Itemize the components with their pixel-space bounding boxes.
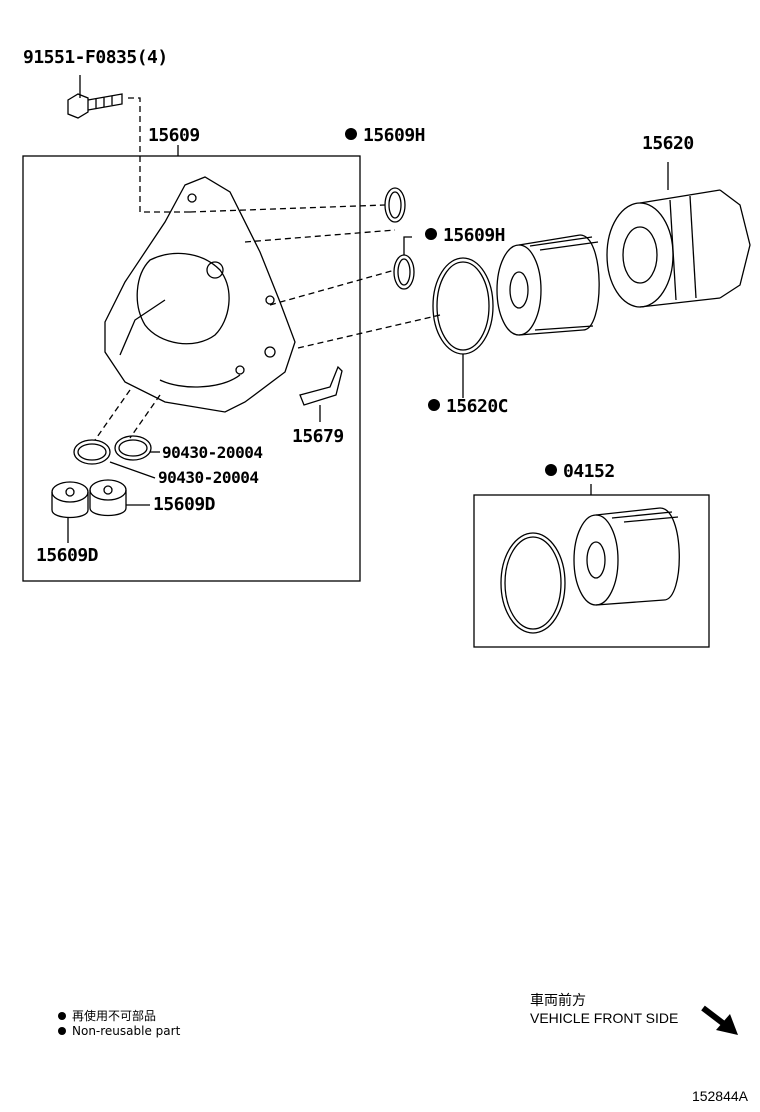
filter-element-part [496, 234, 600, 336]
diagram-id: 152844A [691, 1088, 748, 1104]
oring-top-part [384, 187, 406, 223]
label-plug-right: 15609D [153, 494, 216, 515]
legend-dot-icon [58, 1027, 66, 1035]
legend-jp: 再使用不可部品 [58, 1007, 156, 1024]
assembly-guide-lines [94, 97, 441, 441]
legend-dot-icon [58, 1012, 66, 1020]
oil-filter-cap-part [606, 162, 751, 308]
oring-b-part [114, 435, 152, 461]
oil-filter-housing-part [104, 176, 296, 413]
front-arrow-icon [701, 1005, 738, 1035]
gasket-part [432, 257, 494, 355]
housing-box [22, 155, 361, 582]
plug-left-part [51, 481, 89, 519]
oring-a-part [73, 439, 111, 465]
label-housing: 15609 [148, 125, 200, 146]
non-reusable-dot-icon [345, 128, 357, 140]
label-gasket: 15620C [428, 398, 509, 416]
label-plug-left: 15609D [36, 545, 99, 566]
label-oring-top: 15609H [345, 127, 426, 145]
non-reusable-dot-icon [545, 464, 557, 476]
bolt-part [67, 75, 123, 119]
label-oring-mid: 15609H [425, 227, 506, 245]
label-bolt: 91551-F0835(4) [23, 47, 168, 68]
legend-en: Non-reusable part [58, 1024, 180, 1038]
front-label-jp: 車両前方 [530, 992, 586, 1008]
element-kit-filter-part [573, 507, 680, 606]
non-reusable-dot-icon [425, 228, 437, 240]
plug-right-part [89, 479, 127, 517]
label-oring-a: 90430-20004 [162, 443, 263, 462]
label-clip: 15679 [292, 426, 344, 447]
clip-part [299, 365, 343, 406]
element-oring-part [500, 532, 566, 634]
non-reusable-dot-icon [428, 399, 440, 411]
oring-mid-part [393, 254, 415, 290]
label-cap: 15620 [642, 133, 694, 154]
label-oring-b: 90430-20004 [158, 468, 259, 487]
label-element: 04152 [545, 463, 615, 481]
front-label-en: VEHICLE FRONT SIDE [530, 1010, 679, 1026]
